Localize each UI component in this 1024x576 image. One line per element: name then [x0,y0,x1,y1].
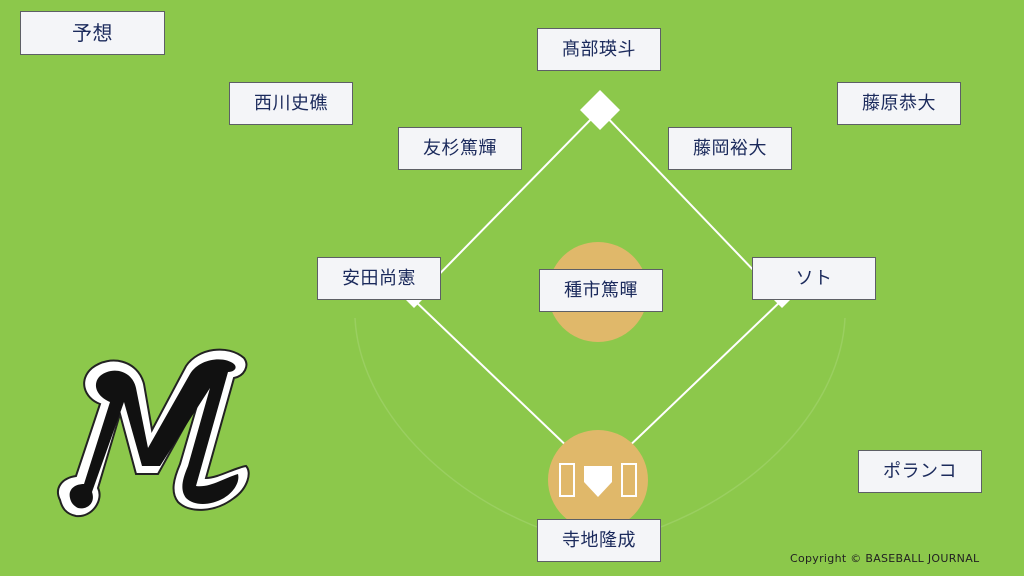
position-label-cf: 髙部瑛斗 [537,28,661,71]
copyright-text: Copyright © BASEBALL JOURNAL [790,552,980,565]
position-label-1b: ソト [752,257,876,300]
position-label-ss: 友杉篤輝 [398,127,522,170]
position-label-c: 寺地隆成 [537,519,661,562]
position-label-lf: 西川史礁 [229,82,353,125]
position-label-p: 種市篤暉 [539,269,663,312]
position-label-rf: 藤原恭大 [837,82,961,125]
position-label-3b: 安田尚憲 [317,257,441,300]
position-label-2b: 藤岡裕大 [668,127,792,170]
second-base [580,90,620,130]
home-plate [584,466,612,497]
marines-m-logo [57,348,250,518]
left-batter-box [559,463,575,497]
logo-letter-m [69,359,239,509]
position-label-dh: ポランコ [858,450,982,493]
right-batter-box [621,463,637,497]
title-label: 予想 [20,11,165,55]
